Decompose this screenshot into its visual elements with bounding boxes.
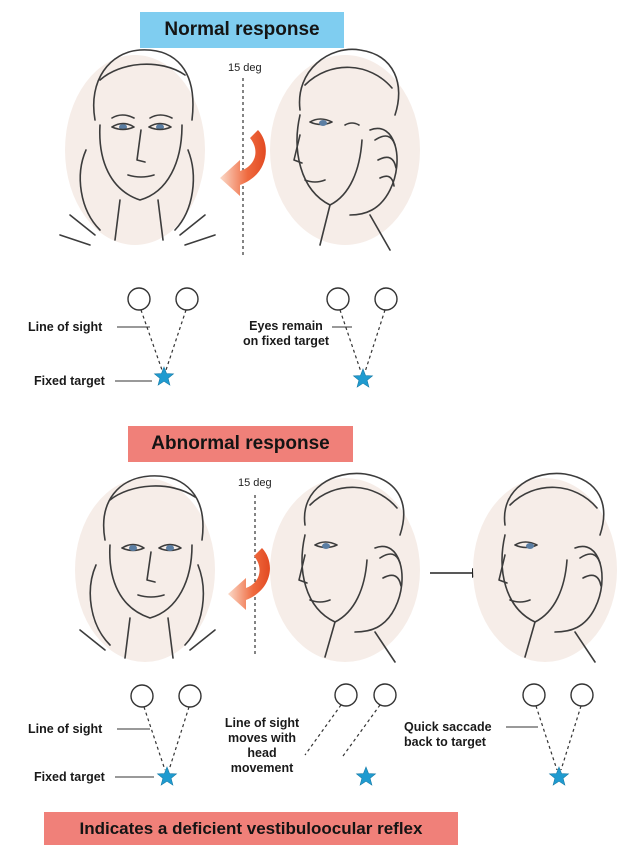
target-star-icon (155, 367, 174, 385)
front-face-normal (60, 50, 215, 245)
angle-label-abnormal: 15 deg (238, 477, 272, 489)
eye-circle-icon (176, 288, 198, 310)
eyes-remain-label: Eyes remain on fixed target (236, 319, 336, 349)
target-star-icon (354, 369, 373, 387)
quick-saccade-label: Quick saccade back to target (404, 720, 492, 750)
eye-circle-icon (374, 684, 396, 706)
normal-line-of-sight-label: Line of sight (28, 320, 102, 335)
angle-label-normal: 15 deg (228, 62, 262, 74)
eye-circle-icon (179, 685, 201, 707)
eye-circle-icon (131, 685, 153, 707)
eye-circle-icon (571, 684, 593, 706)
front-face-abnormal (75, 476, 215, 662)
turned-face-abnormal-2 (473, 473, 617, 662)
normal-response-banner: Normal response (140, 12, 344, 48)
abnormal-fixed-target-label: Fixed target (34, 770, 105, 785)
moves-with-head-label: Line of sight moves with head movement (212, 716, 312, 776)
eye-circle-icon (335, 684, 357, 706)
target-star-icon (550, 767, 569, 785)
eye-circle-icon (523, 684, 545, 706)
turned-face-abnormal-1 (270, 473, 420, 662)
eye-circle-icon (128, 288, 150, 310)
eye-circle-icon (375, 288, 397, 310)
normal-fixed-target-label: Fixed target (34, 374, 105, 389)
rotation-arrow-icon (228, 548, 270, 610)
abnormal-line-of-sight-label: Line of sight (28, 722, 102, 737)
turned-face-normal (270, 49, 420, 250)
eye-circle-icon (327, 288, 349, 310)
conclusion-banner: Indicates a deficient vestibuloocular re… (44, 812, 458, 845)
target-star-icon (357, 767, 376, 785)
abnormal-response-banner: Abnormal response (128, 426, 353, 462)
target-star-icon (158, 767, 177, 785)
